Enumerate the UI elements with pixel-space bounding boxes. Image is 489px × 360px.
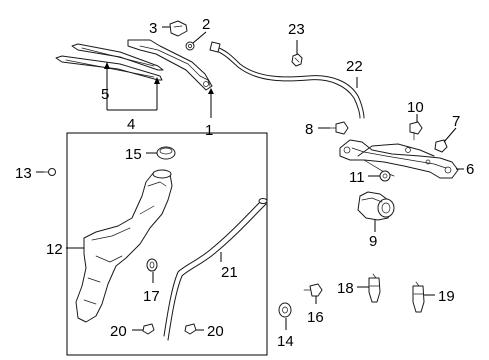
callout-19: 19 (438, 288, 455, 305)
wiper-linkage (339, 139, 459, 179)
filler-tube-21 (163, 198, 268, 341)
nozzle-23 (291, 53, 303, 67)
callout-16: 16 (307, 309, 324, 326)
sensor-16 (303, 283, 323, 297)
callout-17: 17 (143, 288, 160, 305)
nut-11 (379, 170, 391, 182)
filler-cap-15 (156, 146, 176, 160)
leader-lines (36, 26, 464, 331)
callout-7: 7 (452, 113, 460, 130)
callout-9: 9 (369, 233, 377, 250)
washer-reservoir (75, 169, 173, 323)
callout-labels: 1 2 3 4 5 6 7 8 9 10 11 12 13 14 15 16 1… (15, 16, 474, 350)
callout-6: 6 (466, 161, 474, 178)
callout-23: 23 (288, 21, 305, 38)
wiper-blade-upper (71, 43, 164, 71)
callout-11: 11 (349, 169, 365, 186)
callout-1: 1 (205, 122, 213, 139)
callout-15: 15 (125, 146, 142, 163)
bolt-10 (409, 121, 423, 141)
callout-13: 13 (15, 165, 32, 182)
reservoir-box (66, 132, 268, 356)
grommet-17 (146, 258, 158, 272)
nut-2 (185, 41, 195, 51)
grommet-14 (278, 302, 292, 318)
bolt-7 (434, 139, 448, 153)
callout-20-left: 20 (110, 323, 127, 340)
clip-20-right (184, 323, 197, 335)
callout-12: 12 (46, 241, 63, 258)
wiper-motor (357, 191, 395, 221)
washer-pump-19 (412, 281, 425, 313)
callout-18: 18 (337, 280, 354, 297)
bolt-8 (329, 121, 349, 135)
callout-14: 14 (277, 333, 294, 350)
washer-pump-18 (368, 273, 381, 303)
cap-3 (169, 20, 188, 37)
callout-20-right: 20 (207, 323, 224, 340)
wiper-blade-lower (55, 55, 163, 81)
callout-21: 21 (221, 264, 238, 281)
callout-2: 2 (202, 16, 210, 33)
clip-20-left (142, 323, 155, 335)
wiper-arm (127, 39, 213, 91)
callout-10: 10 (407, 99, 424, 116)
callout-3: 3 (149, 20, 157, 37)
callout-4: 4 (127, 116, 135, 133)
callout-8: 8 (305, 121, 313, 138)
screw-13 (43, 168, 56, 176)
callout-22: 22 (346, 58, 363, 75)
washer-hose-22 (209, 41, 365, 119)
callout-5: 5 (101, 86, 109, 103)
